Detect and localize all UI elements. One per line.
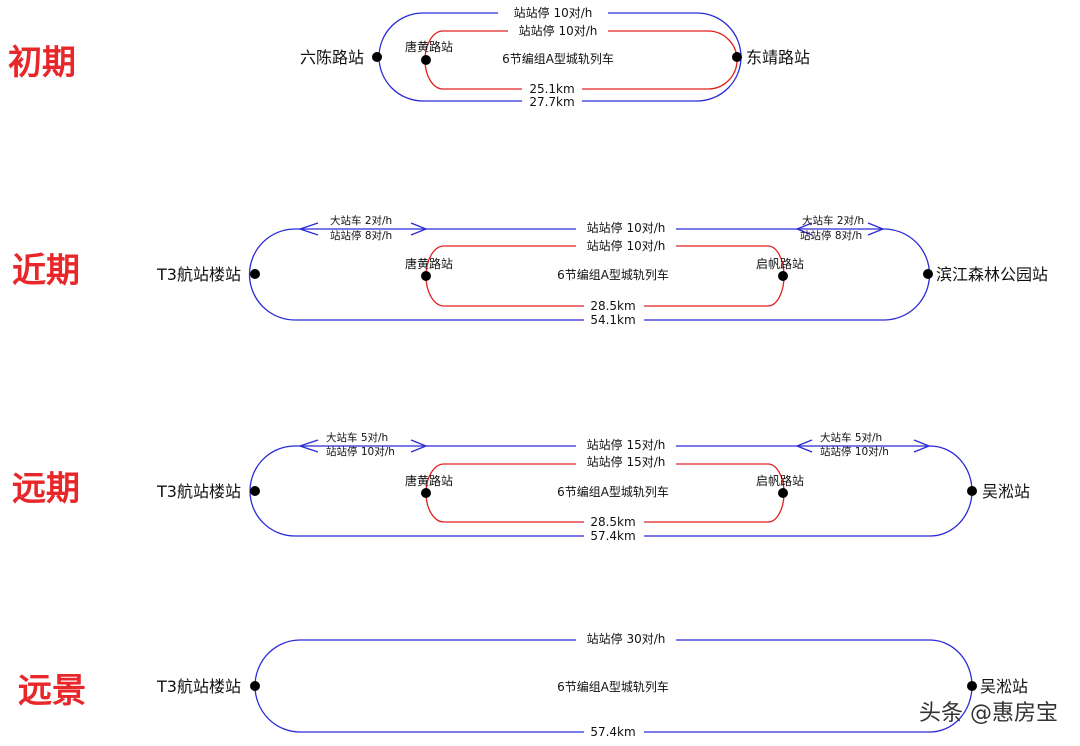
train-type: 6节编组A型城轨列车 <box>502 51 614 66</box>
turnback-arrow <box>297 222 319 236</box>
outer-loop <box>249 445 973 537</box>
inner-length: 25.1km <box>529 82 574 96</box>
station-dot <box>967 681 977 691</box>
turnback-arrow <box>867 222 885 236</box>
outer-right-station: 东靖路站 <box>746 48 810 67</box>
station-dot <box>250 486 260 496</box>
left-express-label: 大站车 2对/h <box>330 214 392 227</box>
train-type: 6节编组A型城轨列车 <box>557 484 669 499</box>
inner-left-station: 唐黄路站 <box>405 39 453 54</box>
inner-left-station: 唐黄路站 <box>405 256 453 271</box>
inner-left-station: 唐黄路站 <box>405 473 453 488</box>
outer-loop <box>378 12 742 102</box>
turnback-arrow <box>410 439 428 453</box>
inner-service-label: 站站停 15对/h <box>587 454 666 469</box>
station-dot <box>372 52 382 62</box>
outer-right-station: 吴淞站 <box>980 677 1028 696</box>
inner-length: 28.5km <box>590 299 635 313</box>
station-dot <box>778 488 788 498</box>
outer-length: 57.4km <box>590 529 635 543</box>
inner-length: 28.5km <box>590 515 635 529</box>
inner-right-station: 启帆路站 <box>756 256 804 271</box>
outer-length: 27.7km <box>529 95 574 109</box>
station-dot <box>421 55 431 65</box>
phase-initial: 初期 站站停 10对/h 站站停 10对/h 六陈路站 唐黄路站 东靖路站 6节… <box>8 5 810 109</box>
phase-near-term: 近期 大站车 2对/h 站站停 8对/h 大站车 2对/h 站站停 8对/h 站… <box>12 214 1048 327</box>
inner-loop <box>424 30 738 90</box>
station-dot <box>967 486 977 496</box>
outer-length: 57.4km <box>590 725 635 739</box>
outer-left-station: T3航站楼站 <box>156 482 241 501</box>
inner-service-label: 站站停 10对/h <box>519 23 598 38</box>
outer-loop <box>254 639 973 733</box>
phase-label: 远景 <box>18 671 86 711</box>
station-dot <box>923 269 933 279</box>
inner-service-label: 站站停 10对/h <box>587 238 666 253</box>
left-local-label: 站站停 10对/h <box>326 445 395 458</box>
phase-long-term: 远期 大站车 5对/h 站站停 10对/h 大站车 5对/h 站站停 10对/h… <box>12 431 1030 543</box>
inner-loop <box>425 245 785 307</box>
outer-loop <box>248 228 931 321</box>
turnback-arrow <box>297 439 319 453</box>
outer-left-station: T3航站楼站 <box>156 265 241 284</box>
right-local-label: 站站停 8对/h <box>800 229 862 242</box>
watermark: 头条 @惠房宝 <box>919 701 1058 726</box>
station-dot <box>732 52 742 62</box>
right-express-label: 大站车 2对/h <box>802 214 864 227</box>
station-dot <box>250 269 260 279</box>
inner-loop <box>425 463 785 523</box>
outer-left-station: T3航站楼站 <box>156 677 241 696</box>
right-local-label: 站站停 10对/h <box>820 445 889 458</box>
outer-right-station: 滨江森林公园站 <box>936 265 1048 284</box>
left-local-label: 站站停 8对/h <box>330 229 392 242</box>
train-type: 6节编组A型城轨列车 <box>557 267 669 282</box>
outer-length: 54.1km <box>590 313 635 327</box>
turnback-arrow <box>795 439 813 453</box>
right-express-label: 大站车 5对/h <box>820 431 882 444</box>
outer-service-label: 站站停 30对/h <box>587 631 666 646</box>
phase-label: 初期 <box>8 43 76 83</box>
phase-vision: 远景 站站停 30对/h T3航站楼站 吴淞站 6节编组A型城轨列车 57.4k… <box>18 631 1028 739</box>
outer-left-station: 六陈路站 <box>300 48 364 67</box>
phase-label: 近期 <box>12 251 80 291</box>
turnback-arrow <box>913 439 931 453</box>
station-dot <box>778 271 788 281</box>
inner-right-station: 启帆路站 <box>756 473 804 488</box>
outer-service-label: 站站停 10对/h <box>514 5 593 20</box>
left-express-label: 大站车 5对/h <box>326 431 388 444</box>
turnback-arrow <box>795 222 813 236</box>
turnback-arrow <box>410 222 428 236</box>
train-type: 6节编组A型城轨列车 <box>557 679 669 694</box>
outer-service-label: 站站停 15对/h <box>587 437 666 452</box>
station-dot <box>250 681 260 691</box>
station-dot <box>421 271 431 281</box>
station-dot <box>421 488 431 498</box>
outer-right-station: 吴淞站 <box>982 482 1030 501</box>
outer-service-label: 站站停 10对/h <box>587 220 666 235</box>
phase-label: 远期 <box>12 469 80 509</box>
